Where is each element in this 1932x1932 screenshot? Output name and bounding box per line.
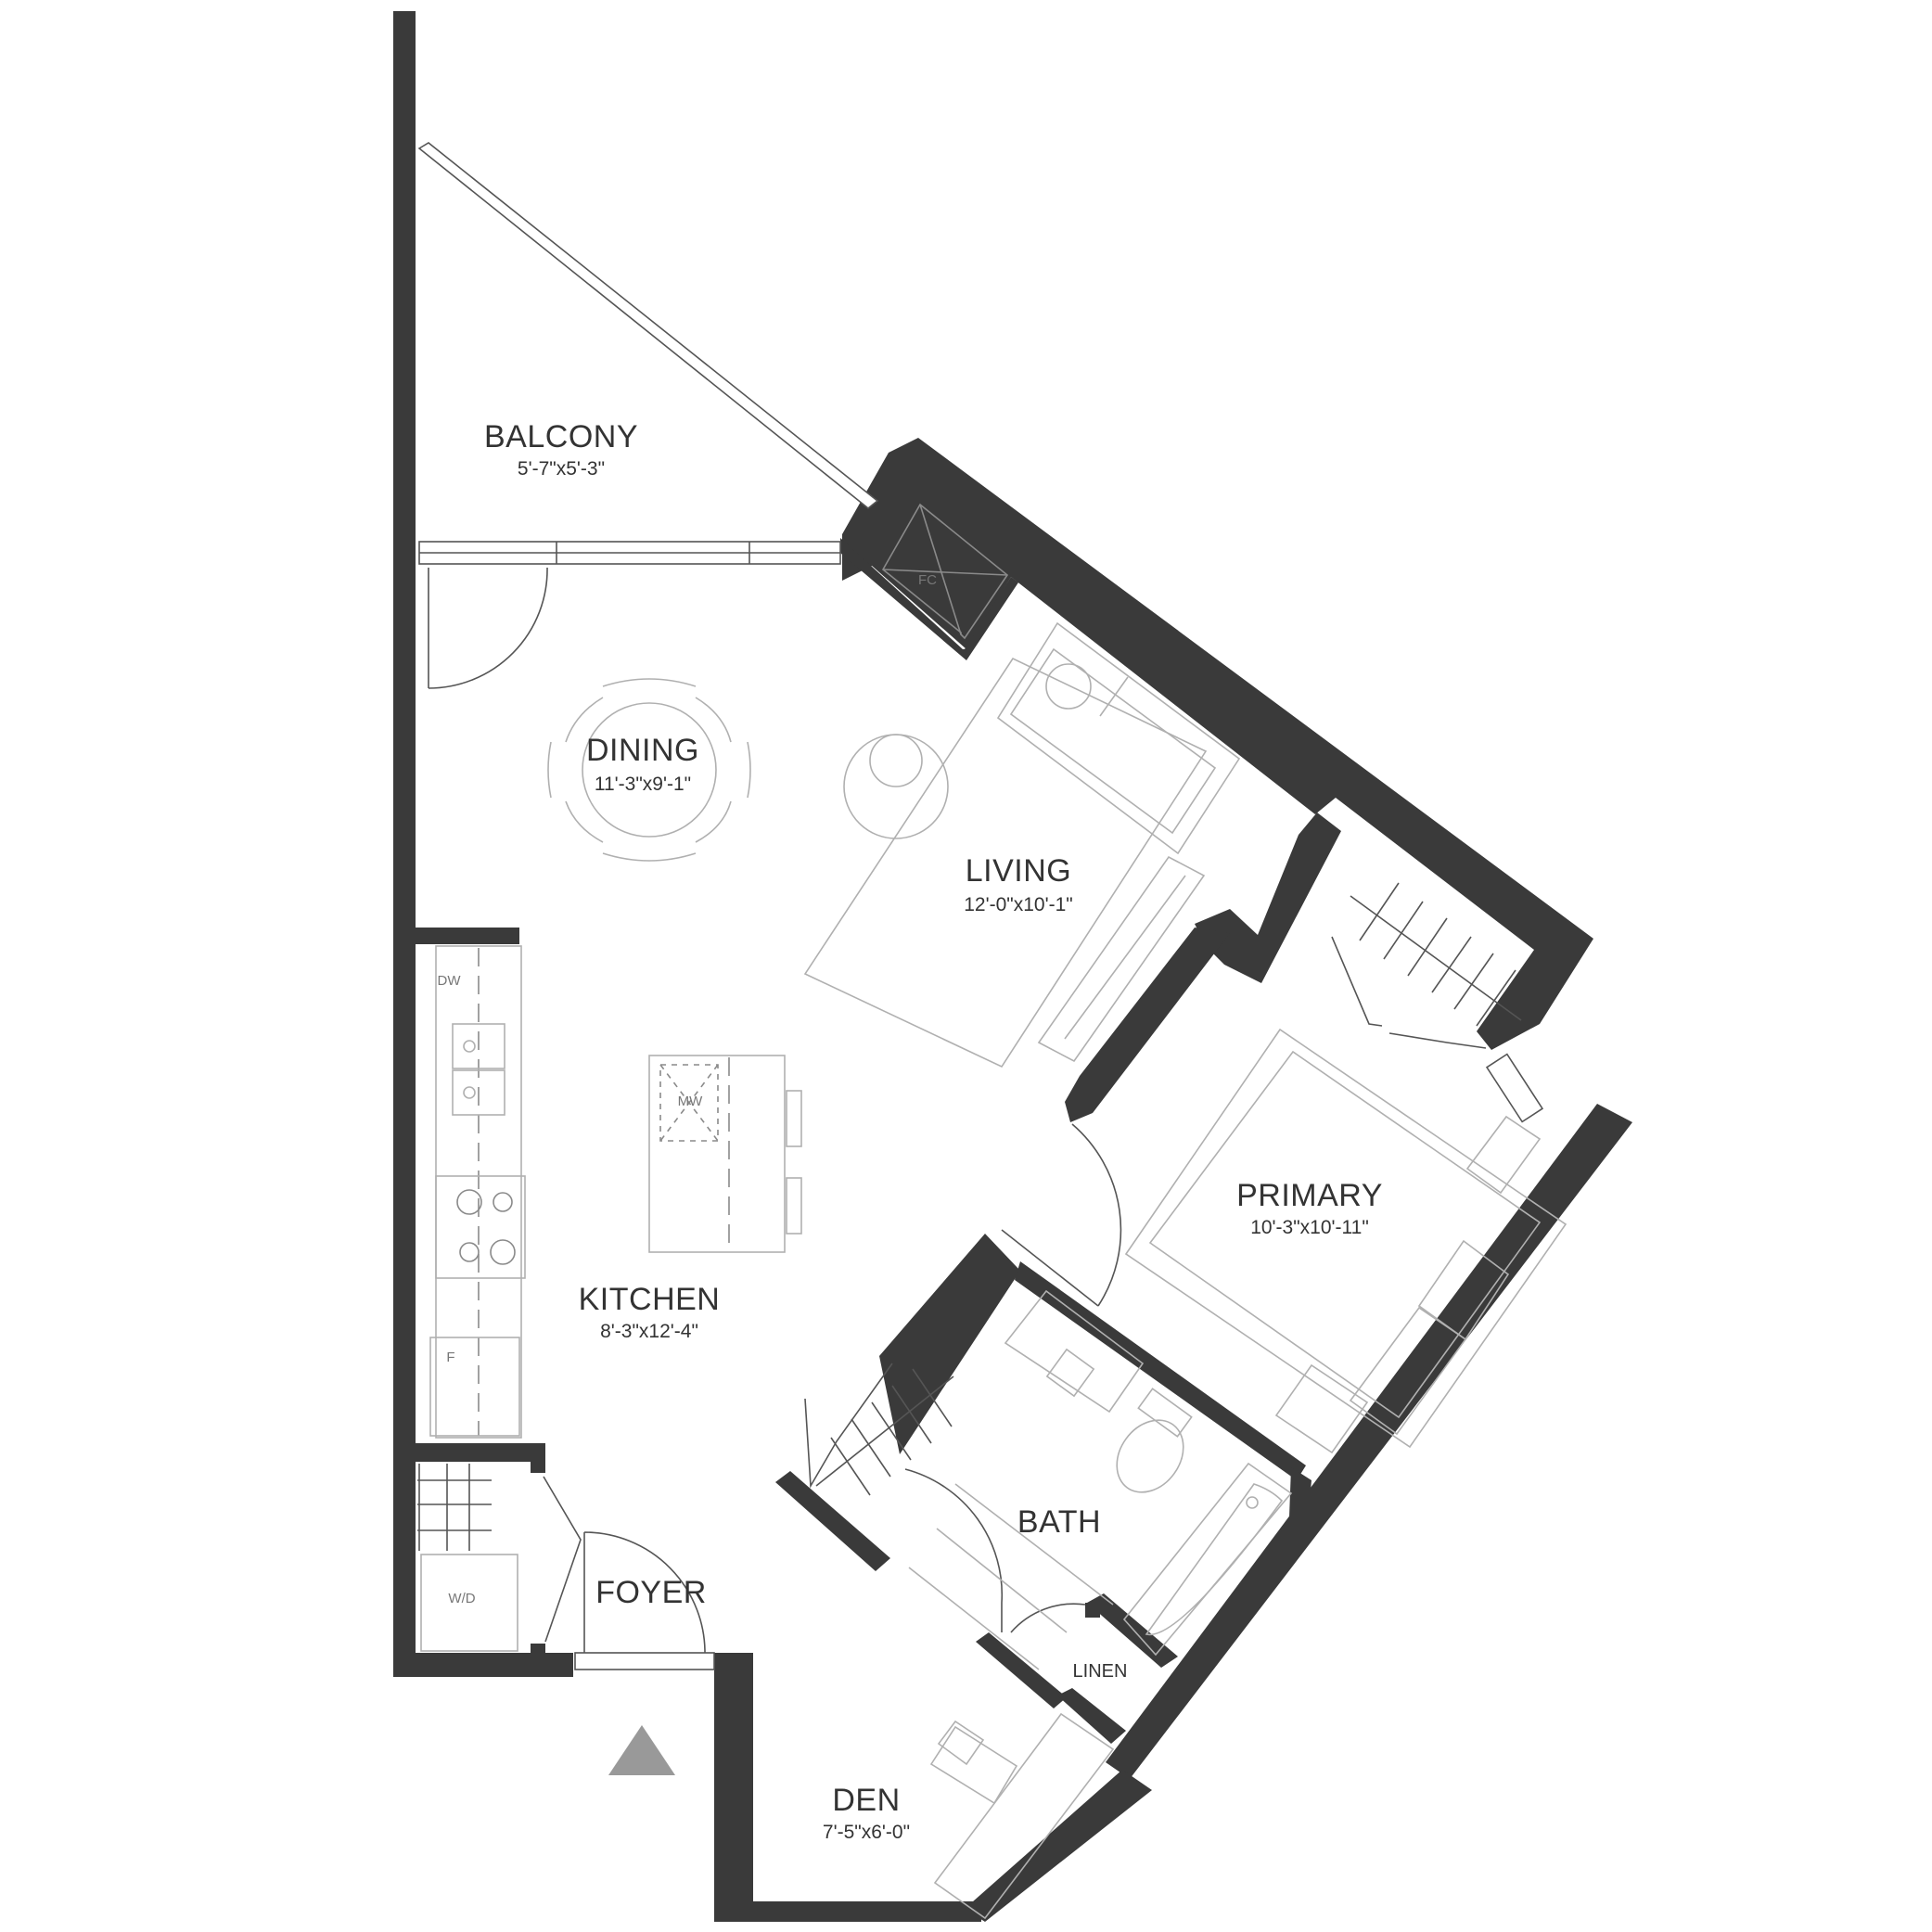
- closet-rails-primary: [1350, 882, 1522, 1027]
- label-fc: FC: [918, 572, 937, 588]
- kitchen-fridge: [429, 1337, 520, 1437]
- door-primary: [1071, 1123, 1122, 1307]
- door-balcony: [428, 567, 548, 689]
- balcony-railing: [417, 142, 879, 510]
- bath-fixtures: [908, 1289, 1293, 1670]
- wall-bath-block: [879, 1234, 1020, 1454]
- entry-triangle-icon: [608, 1725, 675, 1775]
- room-labels: BALCONY 5'-7"x5'-3" DINING 11'-3"x9'-1" …: [438, 419, 1383, 1843]
- wall-linen-bottom: [1057, 1688, 1126, 1744]
- label-dw: DW: [438, 973, 462, 989]
- door-closet-kitchen: [804, 1363, 893, 1489]
- label-linen: LINEN: [1073, 1661, 1128, 1682]
- label-f: F: [446, 1350, 454, 1365]
- closet-rails-kitchen: [815, 1368, 954, 1496]
- wall-east-bottom: [965, 1770, 1152, 1922]
- dim-dining: 11'-3"x9'-1": [595, 774, 691, 795]
- label-kitchen: KITCHEN: [579, 1282, 721, 1317]
- wall-kitchen-top: [416, 928, 519, 944]
- label-bath: BATH: [1017, 1504, 1101, 1540]
- wall-linen-top: [1087, 1593, 1178, 1668]
- door-laundry: [543, 1476, 582, 1643]
- kitchen-cooktop: [435, 1175, 526, 1279]
- wall-bath-east: [1289, 1467, 1311, 1521]
- wall-west-lower: [393, 934, 416, 1677]
- wall-east-lower: [1106, 1104, 1632, 1779]
- label-foyer: FOYER: [595, 1575, 707, 1610]
- wall-bath-north: [1015, 1261, 1306, 1480]
- door-linen: [1010, 1603, 1086, 1633]
- den-desk: [929, 1712, 1115, 1920]
- dim-primary: 10'-3"x10'-11": [1250, 1217, 1369, 1238]
- walls: [393, 11, 1632, 1922]
- door-bath: [904, 1468, 1004, 1604]
- dim-den: 7'-5"x6'-0": [823, 1822, 910, 1843]
- kitchen-sink: [452, 1023, 505, 1116]
- wall-den-bottom: [733, 1901, 981, 1922]
- label-wd: W/D: [448, 1591, 475, 1606]
- tv-console: [1037, 855, 1206, 1063]
- dim-kitchen: 8'-3"x12'-4": [600, 1321, 698, 1342]
- wall-living-primary-lower: [1065, 928, 1230, 1122]
- wall-living-primary-upper: [1195, 812, 1341, 983]
- wall-south-left: [393, 1653, 573, 1677]
- primary-dresser: [1274, 1363, 1369, 1454]
- dining-table: [547, 678, 751, 862]
- living-armchair: [843, 734, 949, 839]
- living-rug: [803, 657, 1208, 1068]
- wall-west-upper: [393, 11, 416, 934]
- label-dining: DINING: [586, 733, 699, 768]
- dim-balcony: 5'-7"x5'-3": [518, 458, 605, 480]
- window-primary: [1485, 1053, 1544, 1123]
- label-living: LIVING: [966, 853, 1071, 889]
- label-primary: PRIMARY: [1236, 1178, 1383, 1213]
- door-closet-primary: [1331, 936, 1383, 1027]
- wall-closet-south: [775, 1471, 890, 1571]
- kitchen-island: [648, 1055, 802, 1253]
- primary-bed: [1124, 1028, 1567, 1449]
- wall-laundry-top: [416, 1443, 545, 1462]
- wall-northeast-diagonal: [842, 438, 1593, 1050]
- label-balcony: BALCONY: [484, 419, 638, 454]
- windows: [417, 142, 1544, 1123]
- fc-closet: [881, 503, 1009, 640]
- furniture: [417, 503, 1567, 1920]
- label-mw: MW: [678, 1094, 703, 1109]
- doors: [428, 567, 1487, 1670]
- dim-living: 12'-0"x10'-1": [964, 894, 1073, 915]
- primary-nightstand: [1465, 1115, 1542, 1195]
- wall-south-right: [714, 1653, 753, 1922]
- laundry-shelves: [417, 1464, 518, 1652]
- wall-bath-south: [976, 1632, 1067, 1708]
- wall-laundry-bottom: [531, 1644, 545, 1677]
- door-entry: [583, 1531, 706, 1656]
- living-sofa: [996, 621, 1241, 855]
- label-den: DEN: [832, 1783, 900, 1818]
- wall-linen-left: [1085, 1603, 1100, 1618]
- wall-laundry-right: [531, 1443, 545, 1473]
